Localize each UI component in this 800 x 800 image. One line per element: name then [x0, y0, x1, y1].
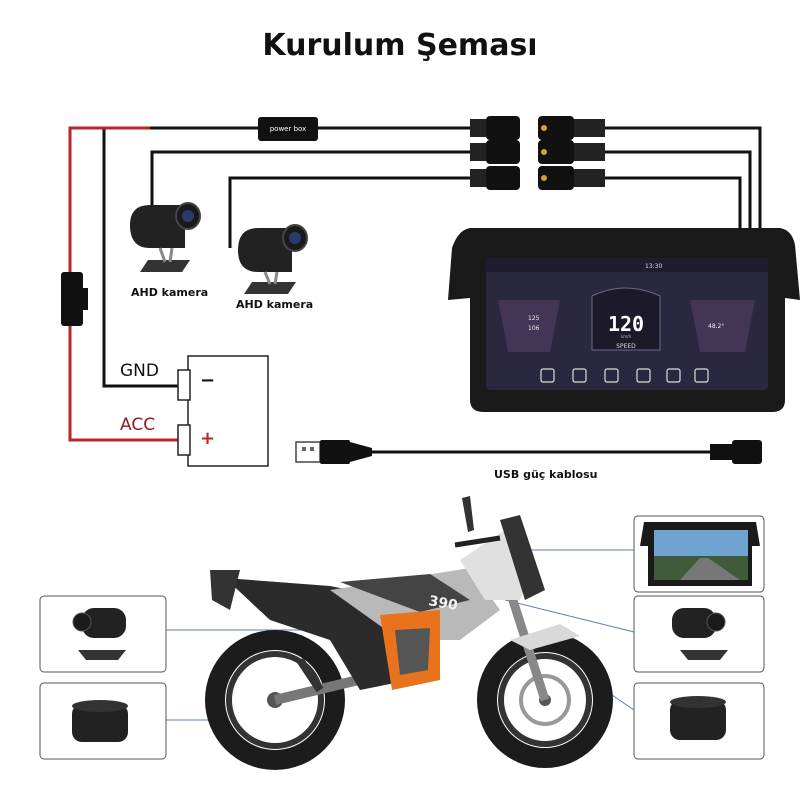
battery-plus-label: +: [200, 428, 216, 449]
connectors-left: [470, 116, 520, 190]
fuse-holder: [61, 272, 83, 326]
connectors-right: [538, 116, 605, 190]
connector-2: [470, 140, 520, 164]
front-tpms-sensor-icon: [72, 700, 128, 742]
battery-minus-label: −: [200, 370, 216, 391]
motorcycle-illustration: 390: [205, 496, 613, 770]
screen-brightness-icon[interactable]: [604, 368, 619, 383]
camera-2-icon: [238, 224, 308, 294]
connector-1: [470, 116, 520, 140]
usb-plug-icon: [295, 440, 372, 464]
rear-tpms-sensor-icon: [670, 696, 726, 740]
front-camera-thumb-icon: [72, 608, 126, 660]
screen-time: 13:30: [645, 263, 663, 270]
screen-left-value-2: 106: [528, 325, 540, 332]
screen-speed-unit: km/h: [620, 334, 632, 339]
fuse-cap: [82, 288, 88, 310]
screen-mirror-icon[interactable]: [636, 368, 651, 383]
usb-cable-label: USB güç kablosu: [494, 468, 598, 481]
screen-right-value: 48.2°: [708, 323, 725, 330]
display-unit: [448, 228, 800, 412]
camera1-wire: [150, 150, 470, 205]
connector-6: [538, 166, 605, 190]
acc-label: ACC: [120, 415, 156, 435]
harness-wire-2: [605, 150, 752, 230]
camera-2-label: AHD kamera: [236, 298, 314, 311]
power-box-label: power box: [258, 117, 318, 141]
screen-left-value-1: 125: [528, 315, 540, 322]
screen-record-icon[interactable]: [666, 368, 681, 383]
rear-camera-thumb-icon: [672, 608, 728, 660]
harness-wire-3: [605, 176, 742, 230]
usb-end-connector: [710, 440, 762, 464]
camera2-wire: [228, 176, 470, 248]
acc-wire: [68, 126, 178, 442]
svg-text:390: 390: [427, 593, 459, 614]
battery-icon: [177, 355, 269, 467]
screen-speed-caption: SPEED: [616, 343, 636, 350]
connector-3: [470, 166, 520, 190]
screen-settings-icon[interactable]: [694, 368, 709, 383]
camera-1-icon: [130, 202, 201, 272]
screen-volume-icon[interactable]: [572, 368, 587, 383]
camera-1-label: AHD kamera: [131, 286, 209, 299]
connector-4: [538, 116, 605, 140]
mini-display-icon: [640, 522, 760, 586]
page-title: Kurulum Şeması: [262, 28, 538, 63]
screen-icon-bar: [540, 368, 709, 383]
screen-speed: 120: [607, 312, 645, 336]
screen-home-icon[interactable]: [540, 368, 555, 383]
gnd-wire: [102, 126, 178, 388]
harness-wire-1: [605, 126, 762, 230]
connector-5: [538, 140, 605, 164]
gnd-label: GND: [120, 361, 159, 381]
